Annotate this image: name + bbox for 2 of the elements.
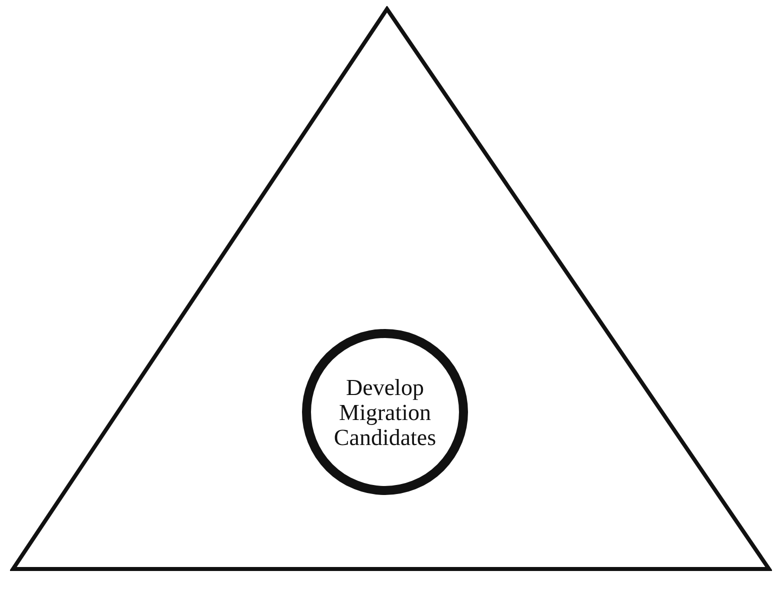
node-label: Develop Migration Candidates [332,374,438,450]
triangle-shape [10,6,772,572]
